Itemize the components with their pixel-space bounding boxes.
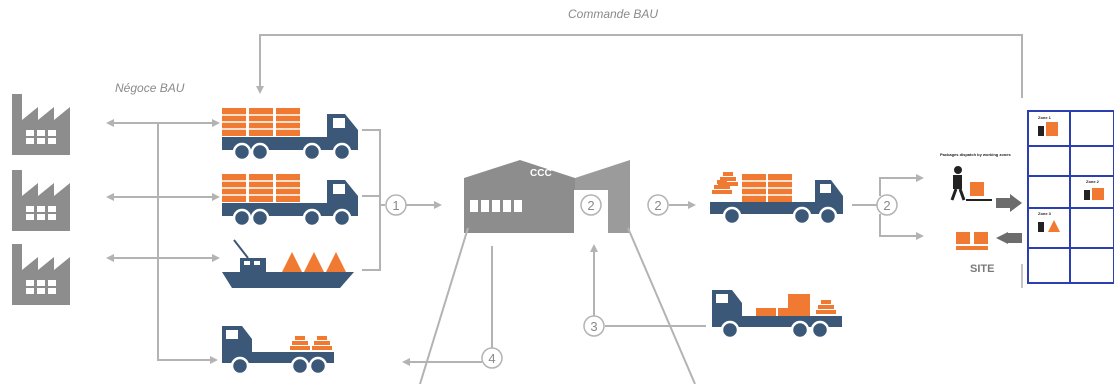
svg-text:1: 1	[392, 198, 399, 213]
site-zone-grid: Zone 1 Zone 2 Zone 3	[1027, 110, 1114, 284]
site-label: SITE	[970, 263, 994, 275]
outbound-step-4: 4	[402, 246, 503, 369]
svg-text:2: 2	[654, 198, 661, 213]
svg-text:2: 2	[587, 198, 594, 213]
factory-icon	[12, 244, 70, 305]
svg-text:CCC: CCC	[530, 168, 552, 179]
negoce-label: Négoce BAU	[115, 81, 185, 95]
arrow-icon	[996, 194, 1022, 212]
factories	[12, 94, 70, 305]
warehouse-icon: CCC 2	[464, 160, 630, 233]
arrow-icon	[996, 232, 1022, 244]
site-note: Packages dispatch by working zones	[940, 152, 1011, 157]
commande-flow: Commande BAU	[256, 7, 1023, 98]
svg-text:Zone 2: Zone 2	[1086, 179, 1100, 184]
truck-icon	[220, 107, 360, 162]
commande-label: Commande BAU	[568, 7, 658, 21]
commande-arrow	[256, 34, 1023, 98]
truck-icon	[220, 173, 360, 228]
crates-icon	[956, 232, 988, 250]
worker-icon	[950, 166, 992, 201]
truck-icon	[220, 324, 336, 376]
svg-text:4: 4	[488, 351, 495, 366]
truck-icon	[712, 290, 842, 340]
supplier-connections	[106, 119, 220, 364]
factory-icon	[12, 94, 70, 155]
step-3-marker: 3	[583, 315, 605, 337]
split-step-2: 2	[852, 174, 924, 240]
step-2-marker: 2	[580, 194, 602, 216]
return-step-3: 3	[583, 244, 842, 340]
step-2-marker: 2	[876, 194, 898, 216]
svg-text:Zone 3: Zone 3	[1038, 211, 1052, 216]
site-area: Packages dispatch by working zones SITE	[940, 152, 1023, 288]
merge-step-1: 1	[362, 129, 442, 271]
step-1-marker: 1	[385, 194, 407, 216]
ship-icon	[222, 239, 354, 288]
truck-icon	[710, 172, 843, 226]
svg-text:3: 3	[590, 319, 597, 334]
svg-text:Zone 1: Zone 1	[1038, 115, 1052, 120]
dispatch-step-2: 2	[647, 194, 696, 216]
step-2-marker: 2	[647, 194, 669, 216]
svg-text:2: 2	[883, 198, 890, 213]
step-4-marker: 4	[481, 347, 503, 369]
factory-icon	[12, 170, 70, 231]
